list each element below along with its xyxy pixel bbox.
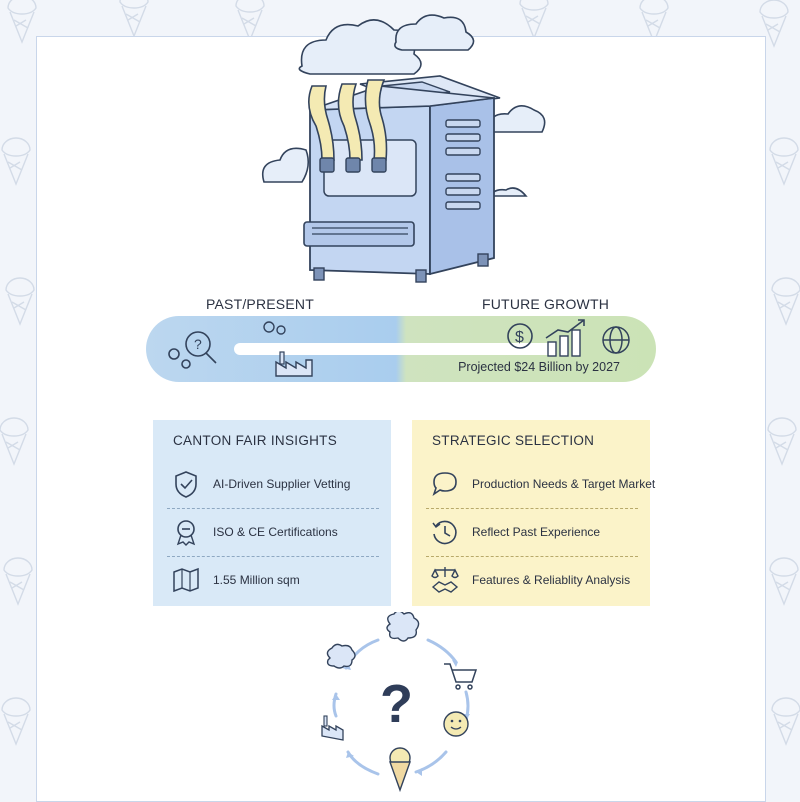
past-present-label: PAST/PRESENT	[206, 296, 314, 312]
list-item: Reflect Past Experience	[430, 512, 640, 552]
clock-history-icon	[432, 520, 457, 545]
globe-dollar-icon	[602, 326, 630, 354]
shield-check-icon	[175, 471, 197, 498]
strategic-selection-panel: STRATEGIC SELECTION Production Needs & T…	[412, 420, 655, 606]
soft-serve-machine-icon	[261, 14, 546, 283]
gear-cog-icon	[263, 321, 286, 335]
strategy-item-label: Production Needs & Target Market	[472, 477, 656, 491]
canton-item-label: 1.55 Million sqm	[213, 573, 300, 587]
strategy-item-label: Reflect Past Experience	[472, 525, 601, 539]
canton-fair-panel: CANTON FAIR INSIGHTS AI-Driven Supplier …	[153, 420, 391, 606]
map-icon	[173, 567, 199, 593]
growth-bar-chart-icon	[545, 319, 585, 357]
list-item: 1.55 Million sqm	[171, 560, 381, 600]
canton-fair-title: CANTON FAIR INSIGHTS	[173, 433, 338, 448]
svg-text:$: $	[515, 329, 524, 346]
timeline-progress-bar	[234, 343, 554, 355]
future-growth-label: FUTURE GROWTH	[482, 296, 610, 312]
brain-icon	[386, 612, 420, 642]
magnifier-gears-icon: ?	[168, 331, 217, 369]
strategy-item-label: Features & Reliablity Analysis	[472, 573, 631, 587]
ice-cream-cone-icon	[389, 747, 411, 793]
canton-item-label: ISO & CE Certifications	[213, 525, 338, 539]
factory-icon	[321, 715, 344, 741]
certificate-ribbon-icon	[176, 520, 196, 546]
list-item: AI-Driven Supplier Vetting	[171, 464, 381, 504]
list-item: Features & Reliablity Analysis	[430, 560, 640, 600]
list-item: Production Needs & Target Market	[430, 464, 655, 504]
divider	[167, 556, 379, 557]
canton-item-label: AI-Driven Supplier Vetting	[213, 477, 351, 491]
factory-icon	[275, 351, 313, 377]
revenue-projection: Projected $24 Billion by 2027	[458, 360, 620, 374]
growth-timeline: ? $ Projected $24 Billion by 2027	[146, 316, 656, 382]
strategic-selection-title: STRATEGIC SELECTION	[432, 433, 595, 448]
question-mark-icon: ?	[380, 674, 413, 734]
smiley-scoop-icon	[443, 711, 469, 737]
decision-cycle-diagram: ?	[321, 612, 478, 793]
brain-icon	[326, 643, 356, 669]
list-item: ISO & CE Certifications	[171, 512, 381, 552]
scales-handshake-icon	[431, 567, 459, 593]
dollar-icon: $	[507, 323, 533, 349]
divider	[426, 508, 638, 509]
divider	[426, 556, 638, 557]
svg-text:?: ?	[194, 336, 202, 352]
chat-bubble-icon	[432, 472, 457, 496]
divider	[167, 508, 379, 509]
shopping-cart-icon	[444, 663, 478, 690]
